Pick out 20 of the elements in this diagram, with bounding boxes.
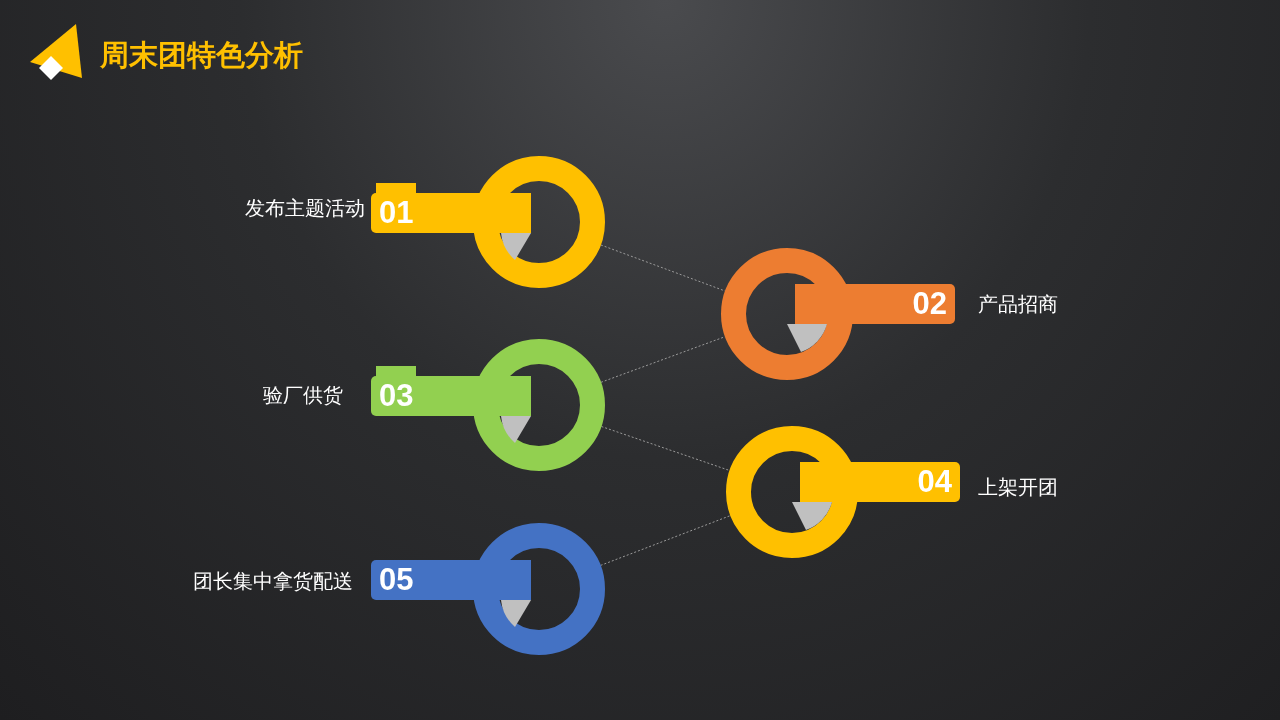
step-label: 上架开团	[978, 475, 1058, 499]
numbered-ring	[371, 523, 605, 655]
number-tag: 03	[371, 376, 531, 416]
numbered-ring	[371, 156, 605, 288]
numbered-ring	[721, 248, 955, 380]
number-tag: 01	[371, 193, 531, 233]
numbered-ring	[726, 426, 960, 558]
number-tag: 04	[800, 462, 960, 502]
step-label: 验厂供货	[263, 383, 343, 407]
connector-line	[600, 336, 726, 383]
connector-line	[600, 515, 731, 566]
connector-line	[600, 244, 726, 292]
number-tag: 02	[795, 284, 955, 324]
connector-line	[600, 426, 731, 471]
number-tag: 05	[371, 560, 531, 600]
step-label: 产品招商	[978, 292, 1058, 316]
step-label: 团长集中拿货配送	[193, 569, 353, 593]
step-label: 发布主题活动	[245, 196, 365, 220]
title: 周末团特色分析	[100, 37, 303, 74]
numbered-ring	[371, 339, 605, 471]
